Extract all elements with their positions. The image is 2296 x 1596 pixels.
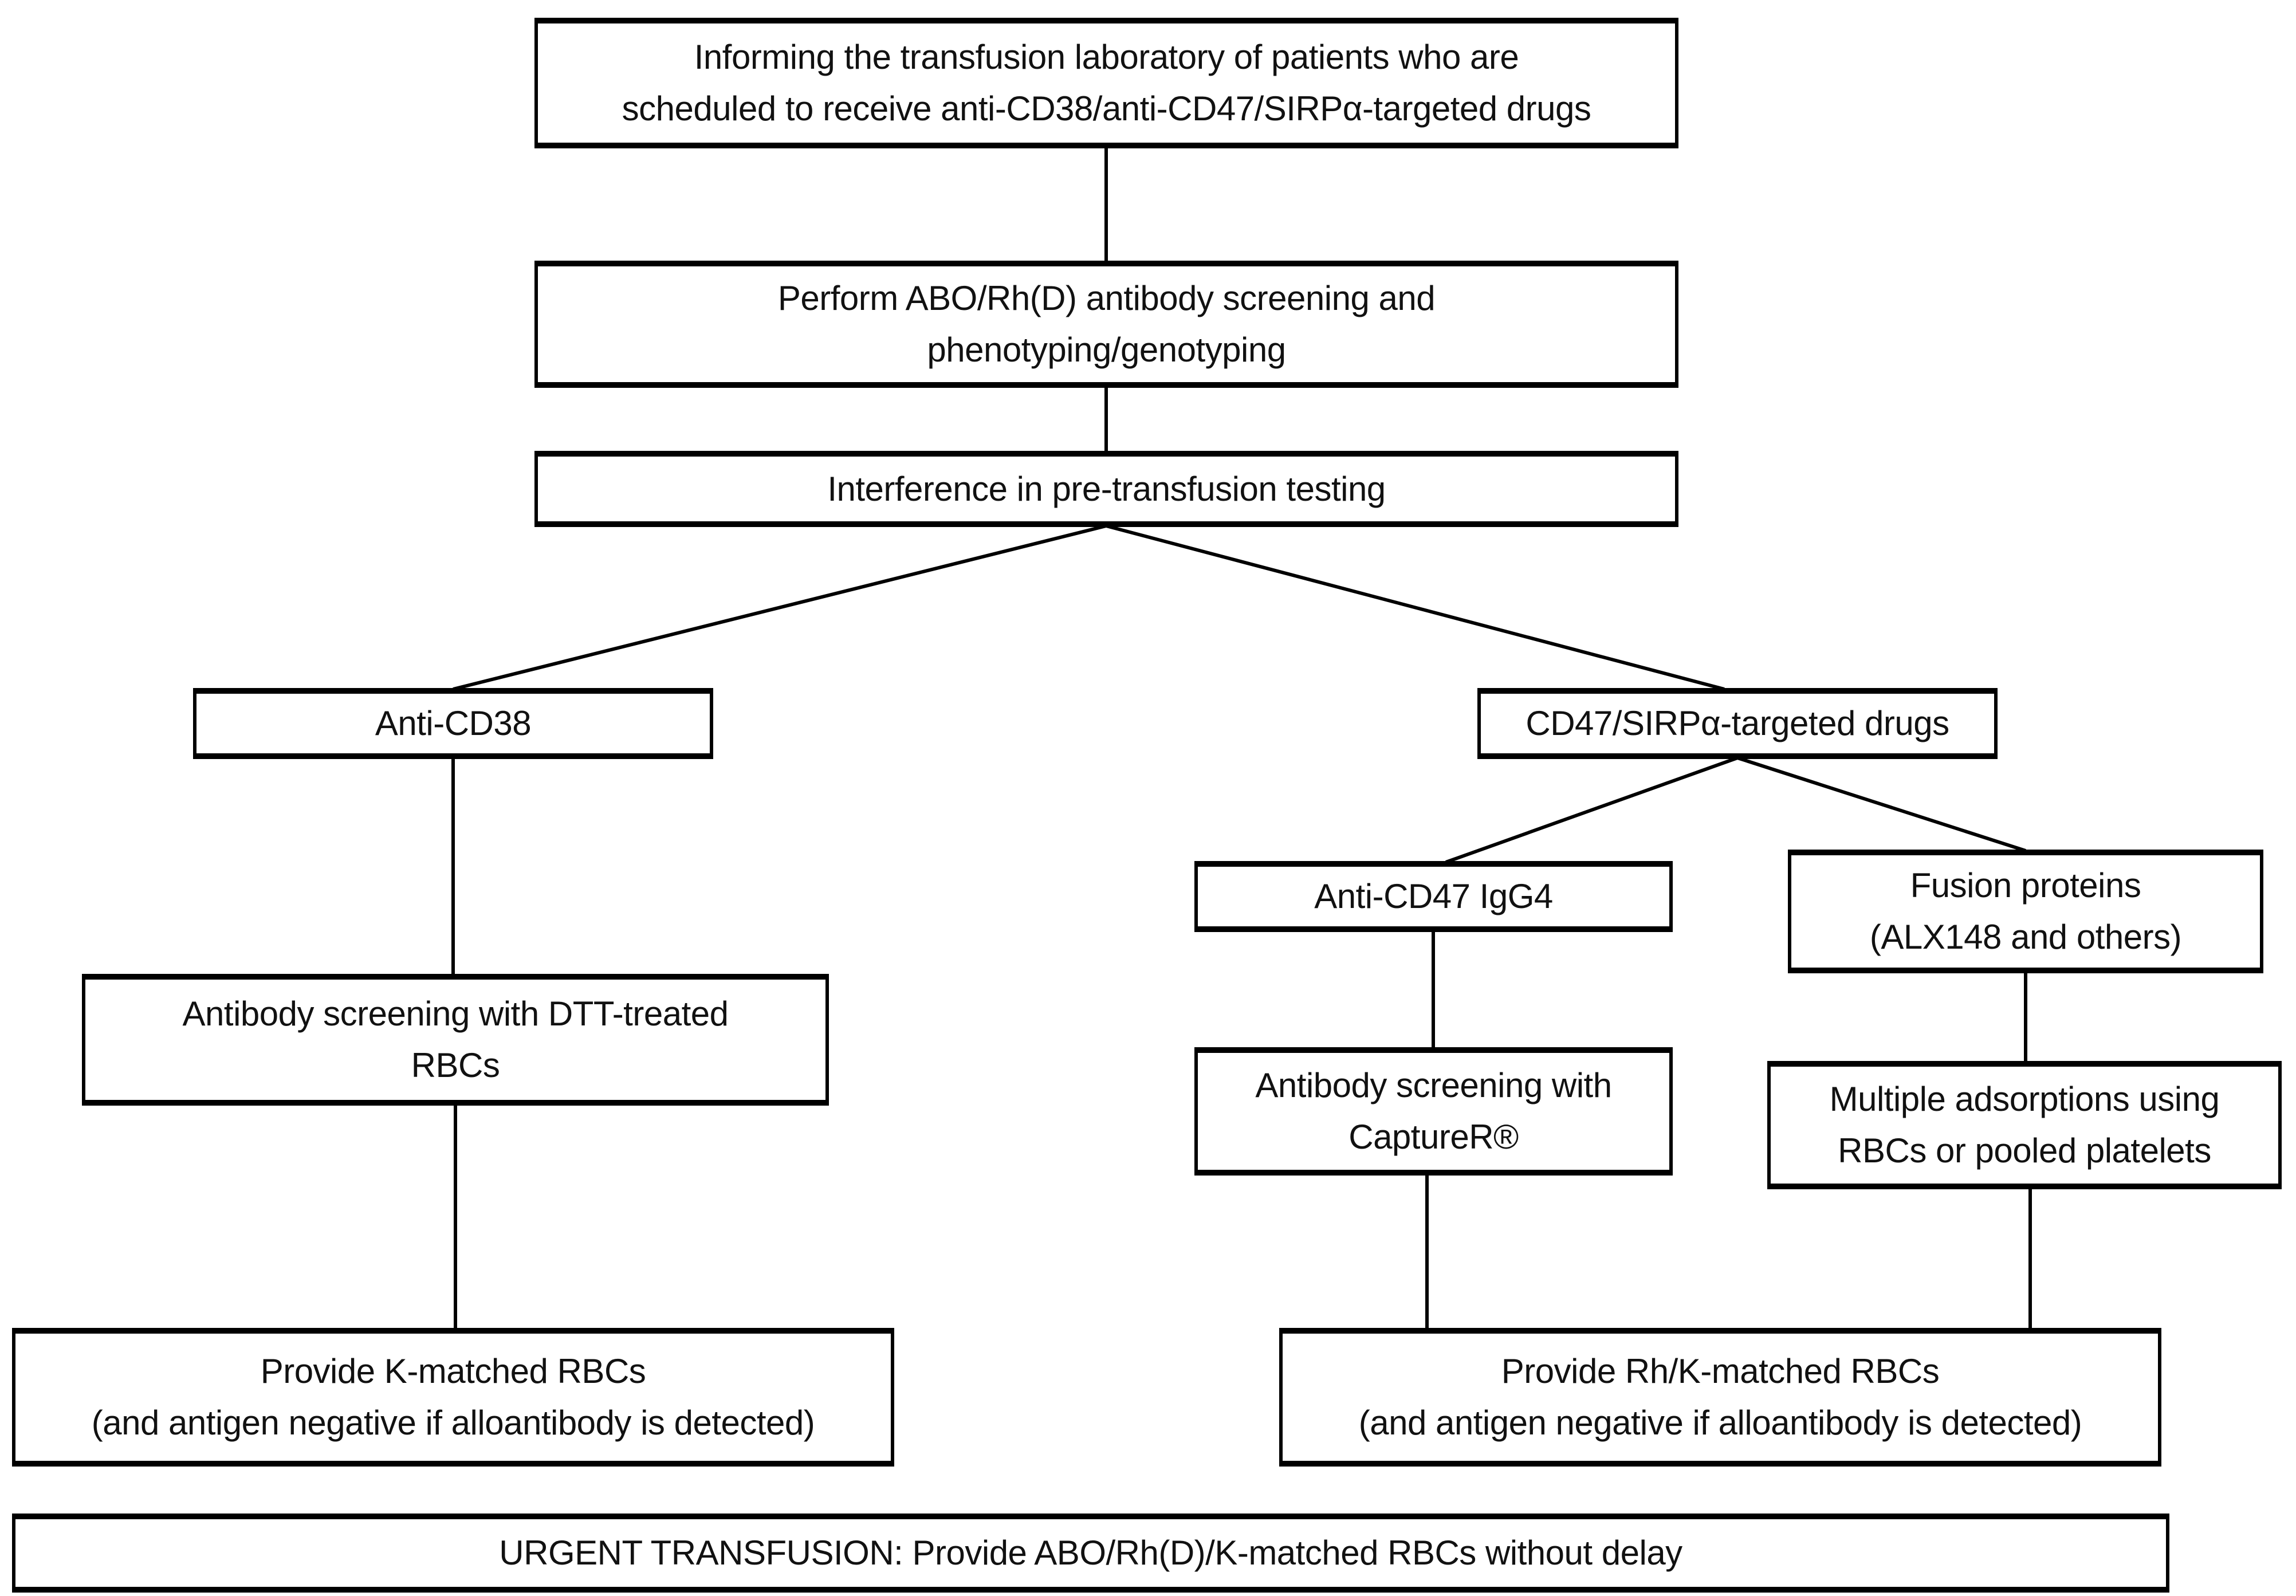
connector-cd47-anti-cd47 [1445,756,1739,864]
node-anti-cd38: Anti-CD38 [193,688,713,759]
node-interference-testing: Interference in pre-transfusion testing [534,451,1678,527]
connector-interference-anti-cd38 [453,524,1107,691]
node-informing-lab: Informing the transfusion laboratory of … [534,18,1678,148]
node-urgent-transfusion: URGENT TRANSFUSION: Provide ABO/Rh(D)/K-… [12,1514,2169,1593]
node-dtt-screening: Antibody screening with DTT-treated RBCs [82,974,829,1106]
connector-cd47-fusion [1737,756,2026,852]
node-multiple-adsorptions: Multiple adsorptions using RBCs or poole… [1767,1061,2282,1189]
connector-interference-cd47 [1106,524,1725,691]
node-cd47-sirpa-drugs: CD47/SIRPα-targeted drugs [1477,688,1998,759]
node-perform-screening: Perform ABO/Rh(D) antibody screening and… [534,261,1678,388]
node-anti-cd47-igg4: Anti-CD47 IgG4 [1194,861,1673,932]
node-provide-rh-k-matched: Provide Rh/K-matched RBCs (and antigen n… [1279,1328,2161,1467]
node-provide-k-matched: Provide K-matched RBCs (and antigen nega… [12,1328,894,1467]
node-fusion-proteins: Fusion proteins (ALX148 and others) [1788,850,2263,973]
node-capturer-screening: Antibody screening with CaptureR® [1194,1047,1673,1176]
